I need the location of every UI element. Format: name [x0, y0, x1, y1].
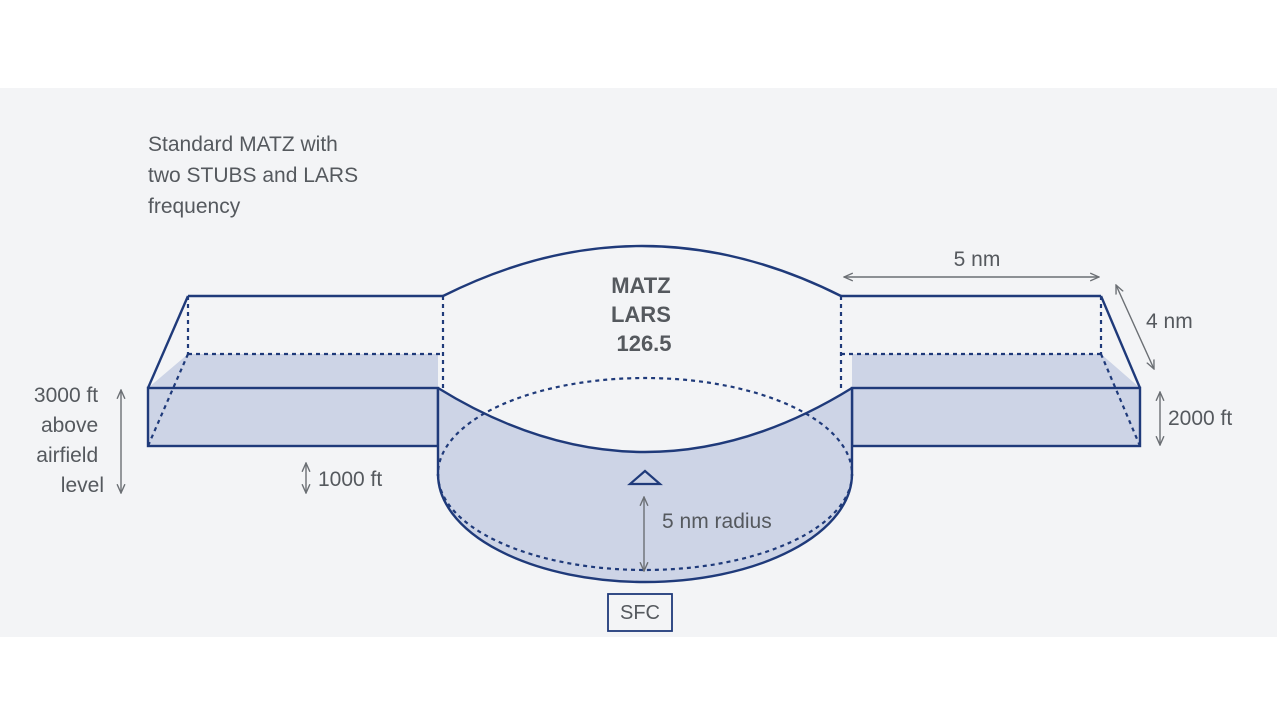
- radius-label: 5 nm radius: [662, 510, 772, 533]
- right-stub-hidden-bottom-side: [1099, 353, 1142, 447]
- matz-cylinder-top-front: [437, 386, 853, 454]
- diagram-title: Standard MATZ with two STUBS and LARS fr…: [148, 133, 364, 218]
- matz-top-line-1: 3000 ft: [34, 384, 98, 407]
- left-stub-top-side-edge: [146, 295, 190, 389]
- title-line-2: two STUBS and LARS: [148, 164, 358, 187]
- title-line-3: frequency: [148, 195, 241, 218]
- matz-top-line-3: airfield: [36, 444, 98, 467]
- zone-label-line-2: LARS: [611, 302, 671, 327]
- left-stub: [146, 294, 445, 448]
- title-line-1: Standard MATZ with: [148, 133, 338, 156]
- zone-label: MATZ LARS 126.5: [611, 273, 677, 356]
- right-stub-fill: [852, 354, 1140, 446]
- stub-width-label: 4 nm: [1146, 310, 1193, 333]
- surface-label: SFC: [620, 602, 660, 624]
- matz-cylinder-base-front: [436, 473, 854, 584]
- surface-box: [607, 593, 673, 632]
- stub-length-label: 5 nm: [954, 248, 1001, 271]
- stub-height-label: 2000 ft: [1168, 407, 1232, 430]
- right-stub: [839, 294, 1142, 448]
- matz-top-label: 3000 ft above airfield level: [34, 384, 104, 497]
- left-stub-fill: [148, 354, 438, 446]
- zone-label-line-1: MATZ: [611, 273, 670, 298]
- stub-width-arrow: [1116, 285, 1154, 369]
- zone-label-line-3: 126.5: [616, 331, 671, 356]
- left-stub-hidden-bottom-side: [146, 353, 190, 447]
- matz-top-line-2: above: [41, 414, 98, 437]
- matz-cylinder: [436, 244, 854, 584]
- matz-top-line-4: level: [61, 474, 104, 497]
- airfield-icon: [627, 469, 663, 486]
- matz-cylinder-top-back: [442, 244, 842, 298]
- stub-base-label: 1000 ft: [318, 468, 382, 491]
